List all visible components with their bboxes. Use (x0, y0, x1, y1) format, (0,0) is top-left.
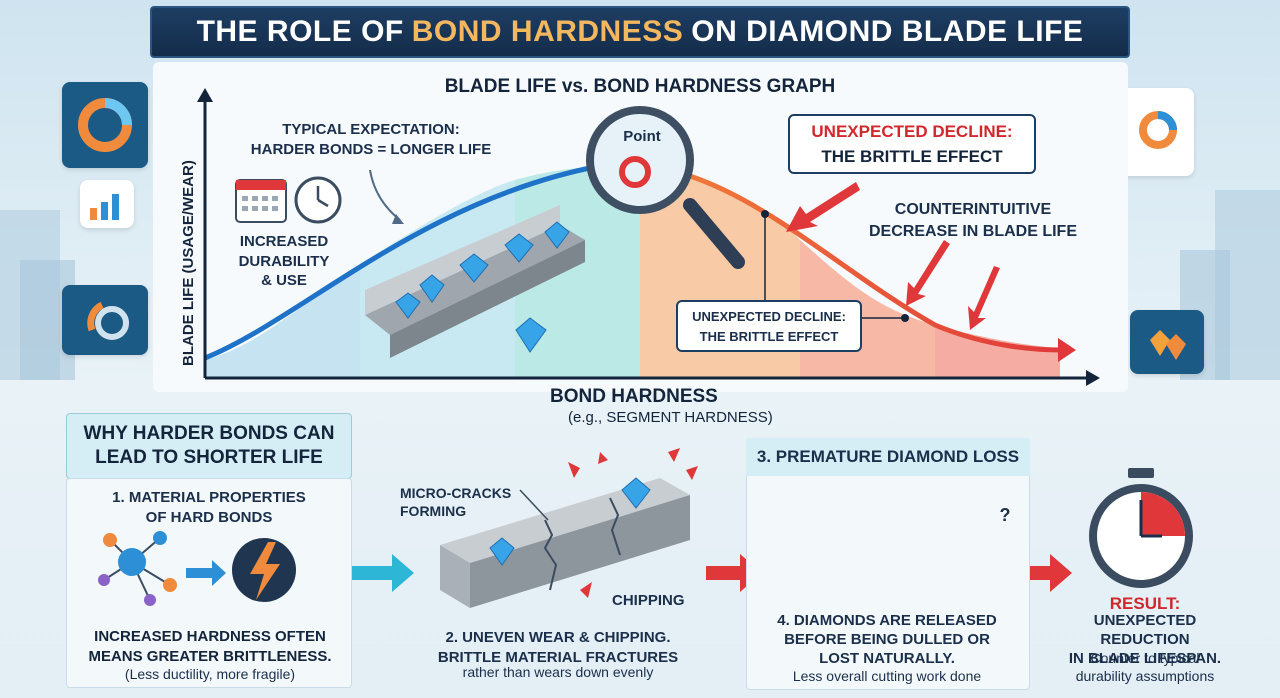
clock-icon (294, 176, 342, 224)
point-label: Point (623, 128, 661, 145)
lightning-icon (232, 538, 296, 602)
question-mark: ? (999, 505, 1011, 525)
title-suffix: ON DIAMOND BLADE LIFE (691, 15, 1084, 48)
side-card-bars (80, 180, 134, 228)
result-title: RESULT: (1109, 594, 1181, 613)
durability-label: INCREASED DURABILITY & USE (238, 233, 330, 289)
step2-description: 2. UNEVEN WEAR & CHIPPING. BRITTLE MATER… (437, 629, 679, 666)
diamond-icon (1150, 330, 1186, 360)
why-heading: WHY HARDER BONDS CAN LEAD TO SHORTER LIF… (66, 413, 352, 479)
decline-marker-dot (761, 210, 769, 218)
decline-callout: UNEXPECTED DECLINE: THE BRITTLE EFFECT (788, 114, 1036, 174)
micro-cracks-label: MICRO-CRACKS FORMING (400, 485, 512, 520)
bar-chart-icon (90, 194, 119, 220)
molecule-icon (98, 531, 177, 606)
flow-arrow-3 (1020, 554, 1072, 592)
x-axis-sublabel: (e.g., SEGMENT HARDNESS) (568, 409, 773, 426)
side-card-donut (62, 82, 148, 168)
step2-note: rather than wears down evenly (462, 664, 654, 680)
cracked-segment-illustration (440, 448, 698, 608)
title-banner: THE ROLE OF BOND HARDNESS ON DIAMOND BLA… (150, 6, 1130, 58)
title-highlight: BOND HARDNESS (411, 15, 684, 48)
step1-title: 1. MATERIAL PROPERTIES OF HARD BONDS (112, 489, 306, 527)
curve-arrowhead (1058, 338, 1076, 362)
title-prefix: THE ROLE OF (196, 15, 404, 48)
step1-note: (Less ductility, more fragile) (124, 666, 296, 682)
x-axis-arrow (1086, 370, 1100, 386)
graph-title: BLADE LIFE vs. BOND HARDNESS GRAPH (444, 76, 836, 97)
counterintuitive-label: COUNTERINTUITIVE DECREASE IN BLADE LIFE (868, 201, 1077, 241)
result-description: UNEXPECTED REDUCTION IN BLADE LIFESPAN. (1068, 612, 1222, 667)
side-card-gear (62, 285, 148, 355)
chipping-label: CHIPPING (612, 592, 685, 609)
step3-title: 3. PREMATURE DIAMOND LOSS (746, 438, 1030, 476)
segment-illustration (365, 205, 585, 358)
step1-panel (66, 478, 352, 688)
expectation-label: TYPICAL EXPECTATION: HARDER BONDS = LONG… (250, 121, 492, 159)
step4-note: Less overall cutting work done (792, 668, 982, 684)
gear-icon (87, 301, 129, 340)
donut-chart-icon (78, 98, 132, 152)
side-card-diamonds (1130, 310, 1204, 374)
flow-arrow-1 (352, 554, 414, 592)
red-arrows (786, 182, 1000, 330)
y-axis-arrow (197, 88, 213, 102)
step1-description: INCREASED HARDNESS OFTEN MEANS GREATER B… (88, 628, 332, 665)
decline-small-callout: UNEXPECTED DECLINE: THE BRITTLE EFFECT (676, 300, 862, 352)
result-note: Counter to typical durability assumption… (1075, 650, 1215, 684)
step1-arrow (186, 560, 226, 586)
x-axis-label: BOND HARDNESS (550, 386, 718, 407)
stopwatch-icon (1089, 468, 1193, 588)
calendar-icon (235, 179, 287, 223)
magnifier-icon (586, 106, 745, 269)
step4-description: 4. DIAMONDS ARE RELEASED BEFORE BEING DU… (777, 612, 997, 667)
